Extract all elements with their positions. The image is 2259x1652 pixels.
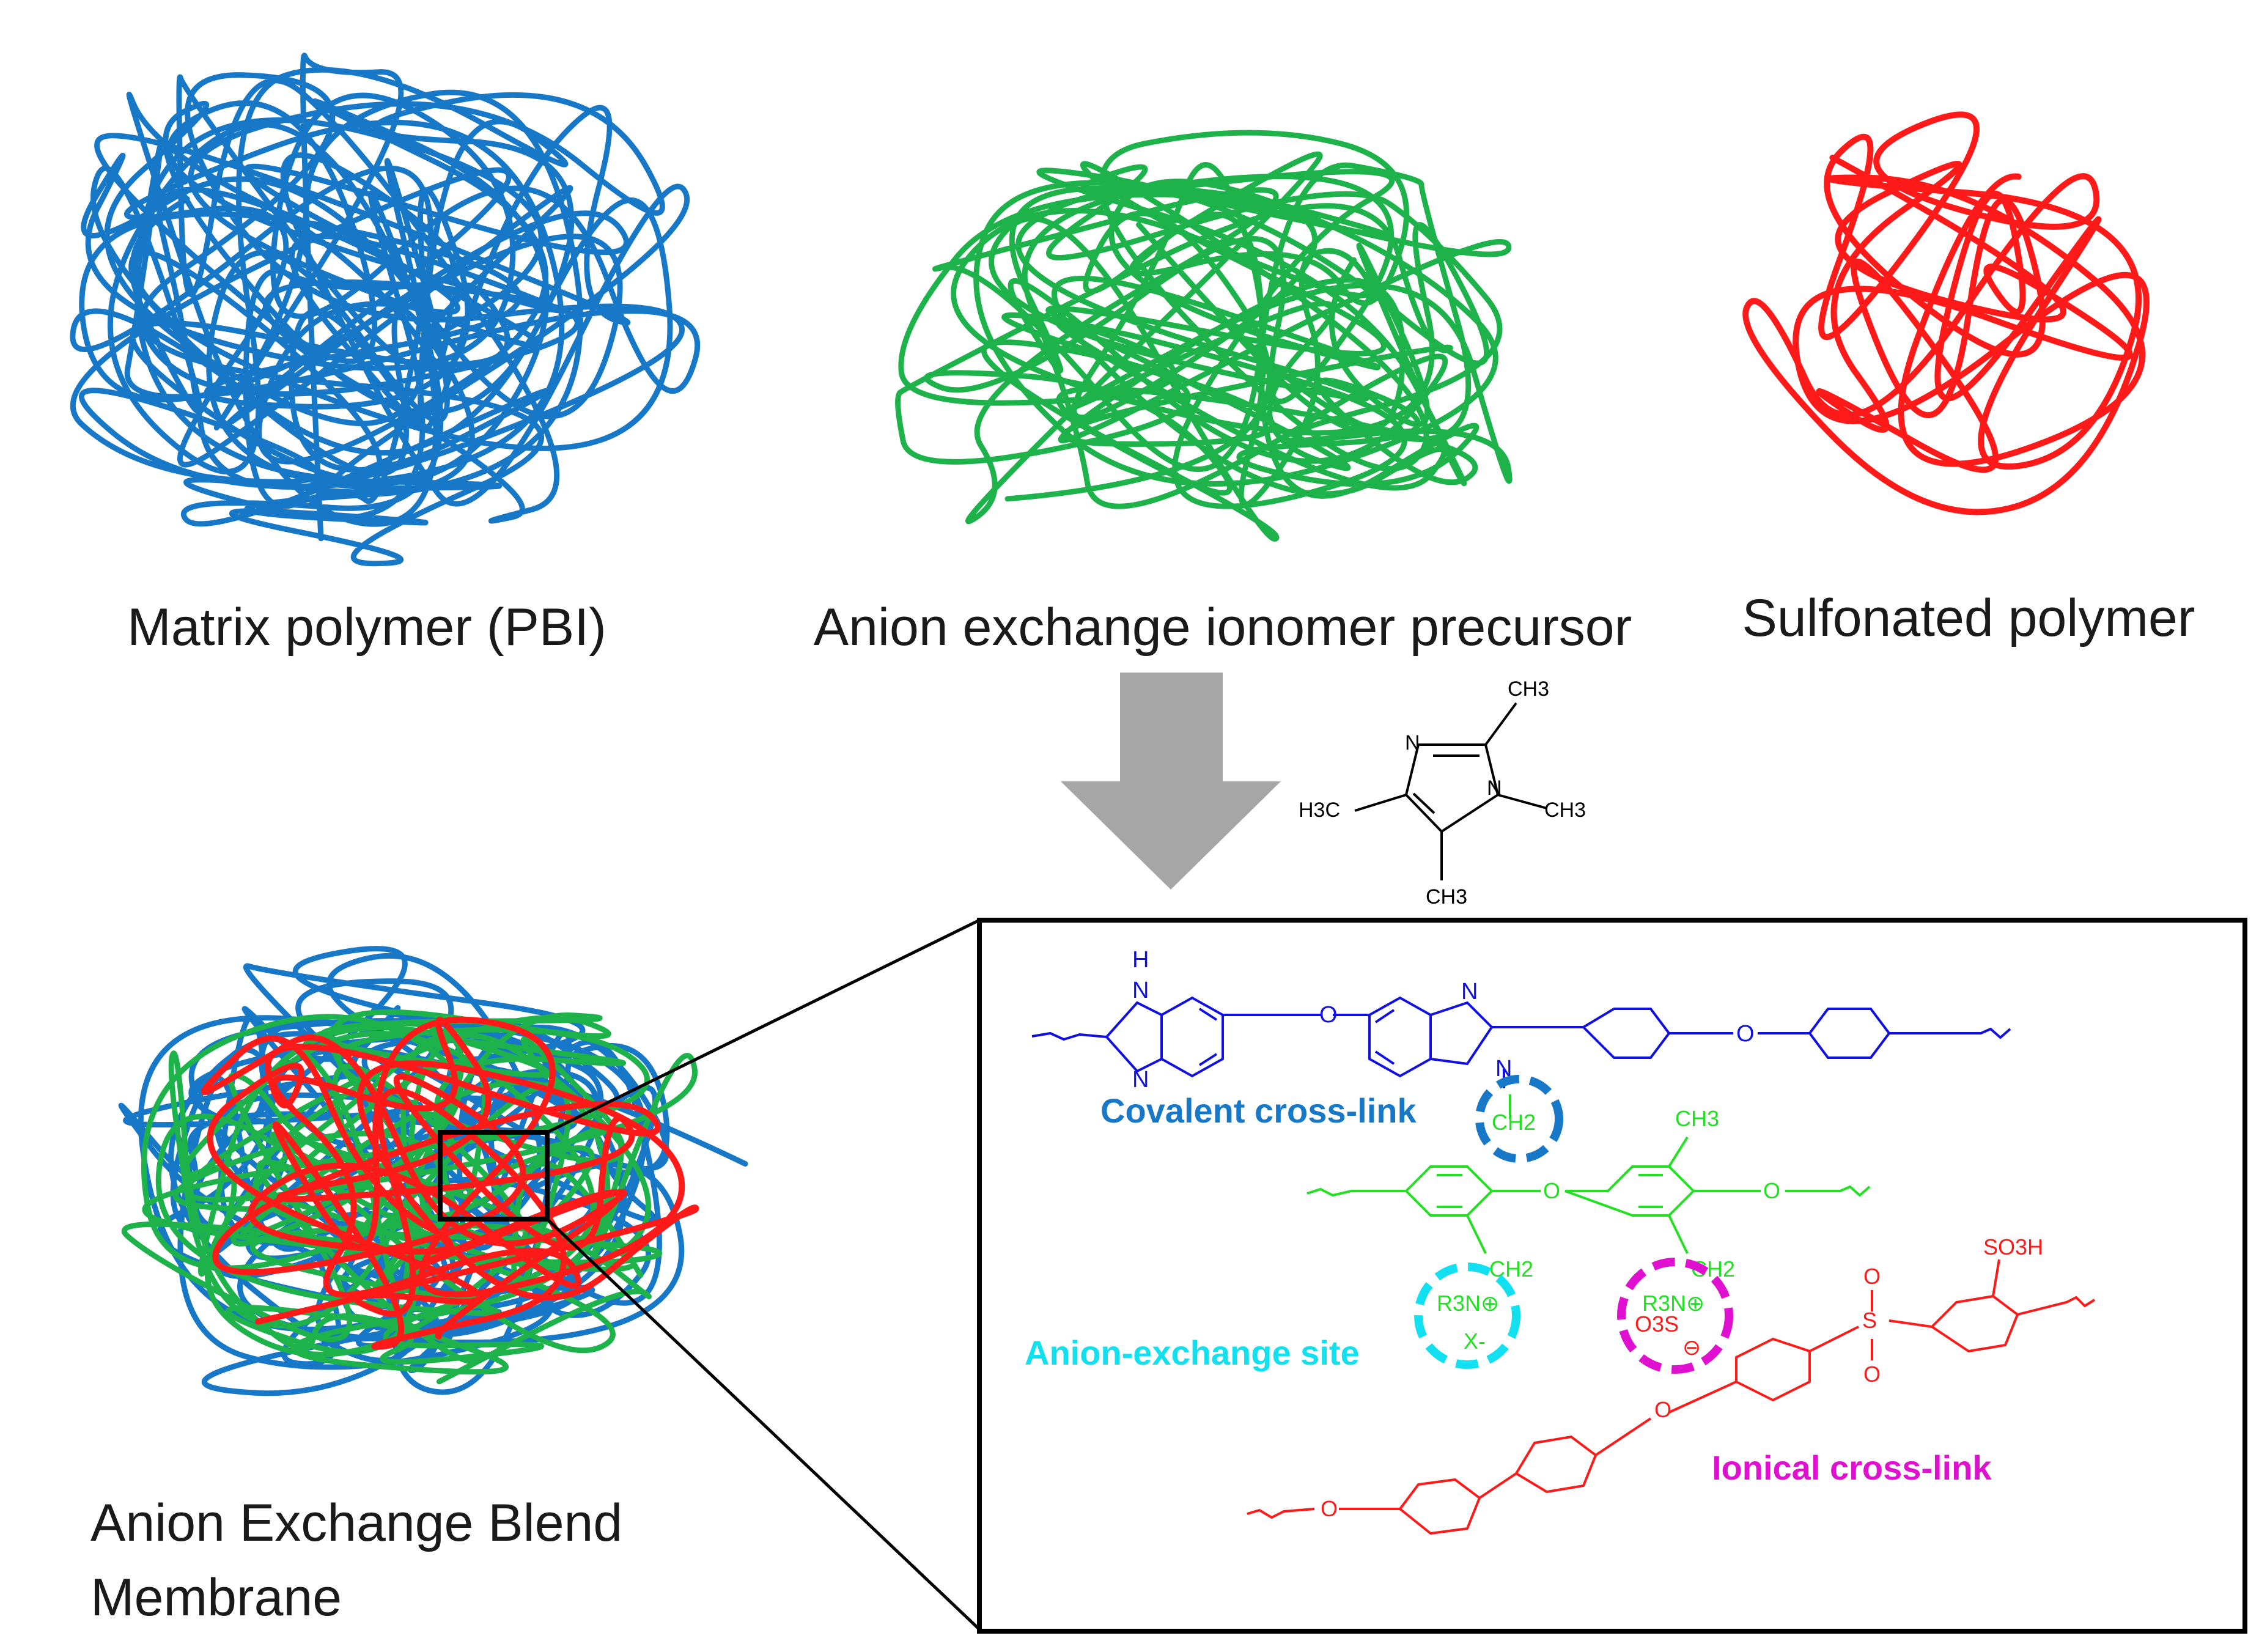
- spes-o-top: O: [1863, 1264, 1881, 1289]
- zoom-connector-bottom: [546, 1218, 981, 1631]
- pbi-n2: N: [1132, 1067, 1149, 1093]
- site-minus: ⊖: [1682, 1335, 1701, 1360]
- covalent-crosslink-circle: [1475, 1075, 1563, 1163]
- site-r3n-a: R3N⊕: [1437, 1291, 1499, 1316]
- zoom-connector-top: [546, 918, 981, 1134]
- site-r3n-b: R3N⊕: [1642, 1291, 1704, 1316]
- anion-precursor-coil: [895, 130, 1513, 542]
- reagent-methyl-top: CH3: [1508, 677, 1549, 701]
- pbi-structure: [1031, 996, 2011, 1088]
- ppo-ch2-a: CH2: [1489, 1256, 1533, 1281]
- spes-so3h: SO3H: [1983, 1234, 2043, 1259]
- down-arrow: [1061, 673, 1281, 890]
- anion-exchange-site-label: Anion-exchange site: [1025, 1333, 1360, 1372]
- matrix-polymer-label: Matrix polymer (PBI): [127, 598, 606, 657]
- anion-precursor-label: Anion exchange ionomer precursor: [814, 598, 1632, 657]
- blend-membrane-label-line2: Membrane: [90, 1568, 342, 1627]
- polymer-chain: [70, 53, 701, 567]
- anion-exchange-circle: [1414, 1263, 1520, 1369]
- spes-o-end: O: [1321, 1496, 1338, 1521]
- sulfonated-polymer-label: Sulfonated polymer: [1742, 589, 2195, 647]
- spes-s: S: [1862, 1308, 1877, 1333]
- reagent-methyl-right: CH3: [1544, 798, 1586, 822]
- polymer-chain: [121, 1009, 698, 1385]
- polymer-chain: [895, 130, 1513, 542]
- pbi-o1: O: [1319, 1002, 1338, 1028]
- structure-panel: [977, 918, 2247, 1634]
- pbi-coil: [70, 53, 701, 567]
- ionical-crosslink-label: Ionical cross-link: [1712, 1448, 1992, 1487]
- site-x-minus: X-: [1464, 1329, 1486, 1354]
- pbi-o2: O: [1736, 1021, 1755, 1047]
- spes-structure: [1247, 1259, 2096, 1535]
- reagent-structure: [1354, 702, 1547, 880]
- blend-membrane-coil: [118, 946, 748, 1396]
- reagent-labels: N N CH3 CH3 H3C CH3: [1299, 677, 1586, 909]
- covalent-crosslink-label: Covalent cross-link: [1100, 1091, 1417, 1130]
- zoom-selection-box: [438, 1130, 550, 1222]
- reagent-n-right: N: [1487, 776, 1502, 800]
- blend-membrane-label-line1: Anion Exchange Blend: [90, 1494, 622, 1552]
- reagent-methyl-left: H3C: [1299, 798, 1340, 822]
- spes-o-ether: O: [1654, 1397, 1671, 1422]
- site-o3s: O3S: [1635, 1311, 1679, 1337]
- pbi-h: H: [1132, 947, 1149, 973]
- pbi-atoms: H N N O N N O: [1132, 947, 1755, 1093]
- ionical-crosslink-circle: [1617, 1258, 1733, 1374]
- ppo-ch2-link: CH2: [1492, 1110, 1536, 1135]
- spes-atoms: O3S ⊖ SO3H S O O O O: [1321, 1234, 2043, 1521]
- polymer-chain: [1742, 111, 2150, 515]
- ppo-o1: O: [1543, 1178, 1560, 1203]
- ppo-structure: [1306, 1094, 1871, 1254]
- ppo-ch3: CH3: [1675, 1106, 1719, 1131]
- sulfonated-coil: [1742, 111, 2150, 515]
- ppo-o2: O: [1763, 1178, 1780, 1203]
- spes-o-bottom: O: [1863, 1362, 1881, 1387]
- pbi-n1: N: [1132, 978, 1149, 1003]
- reagent-n-top: N: [1405, 731, 1420, 754]
- ppo-atoms: CH2 CH3 O O CH2 CH2 R3N⊕ X- R3N⊕: [1437, 1106, 1780, 1354]
- reagent-methyl-bottom: CH3: [1426, 885, 1467, 909]
- pbi-n3: N: [1461, 979, 1478, 1005]
- polymer-chain: [201, 1016, 699, 1350]
